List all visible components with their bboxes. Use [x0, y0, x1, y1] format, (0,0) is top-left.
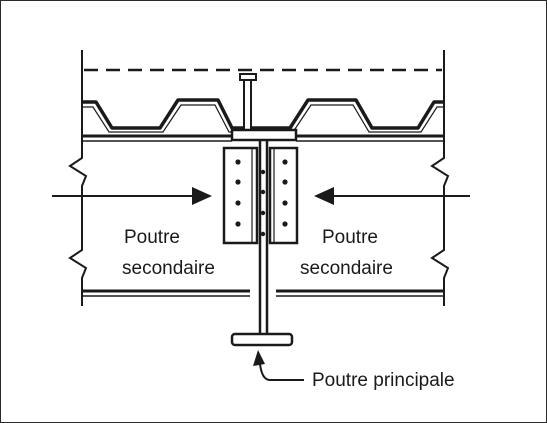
right-break-line: [430, 128, 450, 306]
left-arrow-head: [192, 187, 212, 205]
bolt: [235, 159, 241, 165]
right-arrow-head: [314, 187, 334, 205]
right-beam-label-line1: Poutre: [322, 227, 378, 248]
bolt: [282, 221, 288, 227]
left-beam-label-line1: Poutre: [124, 227, 180, 248]
bolt: [260, 169, 266, 175]
bolt: [235, 221, 241, 227]
bolt: [235, 179, 241, 185]
main-beam-top-flange: [230, 128, 298, 142]
main-beam-leader-line: [259, 363, 304, 381]
bolt: [260, 189, 266, 195]
bolt: [260, 210, 266, 216]
main-beam-bottom-flange: [230, 332, 294, 347]
bolt: [282, 179, 288, 185]
right-beam-label-line2: secondaire: [300, 258, 393, 279]
bolt: [282, 200, 288, 206]
left-break-line: [68, 128, 88, 306]
main-beam-label: Poutre principale: [312, 370, 455, 391]
shear-stud-shank: [243, 79, 252, 133]
main-beam-leader-arrow: [253, 350, 265, 366]
left-beam-label-line2: secondaire: [122, 258, 215, 279]
bolt: [260, 231, 266, 237]
steel-deck-profile: [82, 98, 444, 130]
bolt: [235, 200, 241, 206]
bolt: [282, 159, 288, 165]
bolt-group: [235, 159, 288, 237]
